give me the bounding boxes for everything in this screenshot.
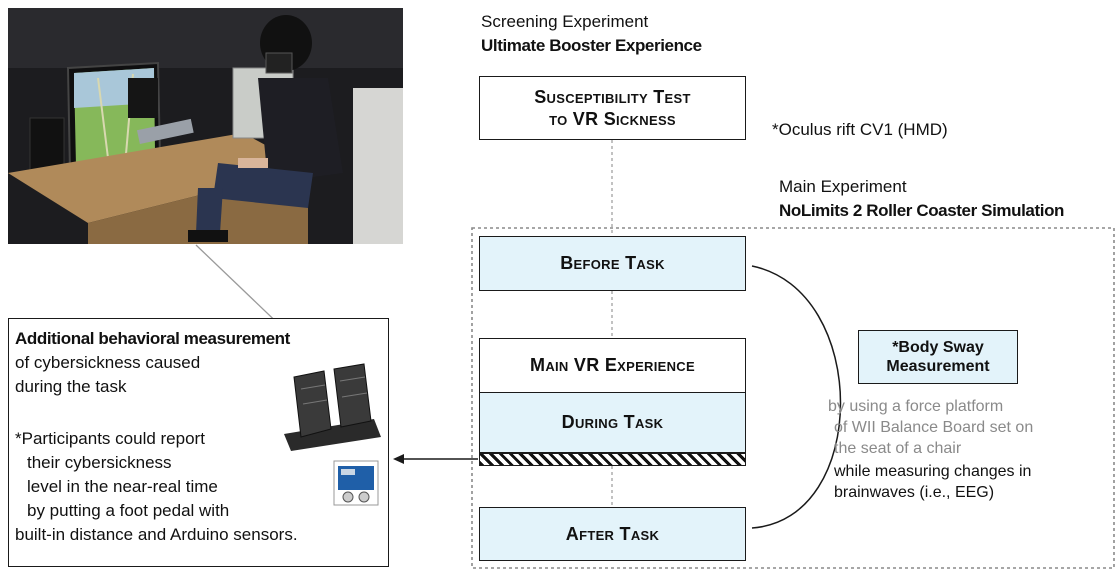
behavioral-note-1: *Participants could report: [15, 429, 205, 448]
body-sway-desc-1: by using a force platform: [828, 398, 1004, 415]
body-sway-desc-2: of WII Balance Board set on: [834, 419, 1034, 436]
susceptibility-line1: Susceptibility Test: [534, 87, 691, 107]
main-label: Main Experiment: [779, 177, 907, 196]
hmd-note: *Oculus rift CV1 (HMD): [772, 120, 948, 139]
hatched-bar: [479, 453, 746, 466]
behavioral-line3: during the task: [15, 377, 127, 396]
during-task-box: During Task: [479, 393, 746, 453]
vr-setup-photo: [8, 8, 403, 244]
behavioral-line2: of cybersickness caused: [15, 353, 201, 372]
body-sway-box: *Body Sway Measurement: [858, 330, 1018, 384]
body-sway-line1: *Body Sway: [892, 339, 984, 356]
after-task-box: After Task: [479, 507, 746, 561]
body-sway-desc-3: the seat of a chair: [834, 440, 962, 457]
screening-label: Screening Experiment: [481, 12, 649, 31]
arduino-board-icon: [333, 460, 379, 506]
susceptibility-line2: to VR Sickness: [549, 109, 676, 129]
foot-pedal-icon: [284, 363, 381, 451]
main-vr-experience-box: Main VR Experience: [479, 338, 746, 393]
behavioral-measurement-box: Additional behavioral measurement of cyb…: [8, 318, 389, 567]
body-sway-line2: Measurement: [886, 358, 990, 375]
behavioral-title: Additional behavioral measurement: [15, 329, 290, 348]
behavioral-note-5: built-in distance and Arduino sensors.: [15, 525, 298, 544]
screening-title: Ultimate Booster Experience: [481, 36, 702, 55]
before-task-box: Before Task: [479, 236, 746, 291]
susceptibility-test-box: Susceptibility Test to VR Sickness: [479, 76, 746, 140]
main-title: NoLimits 2 Roller Coaster Simulation: [779, 201, 1065, 220]
body-sway-desc-4: while measuring changes in: [834, 463, 1032, 480]
behavioral-note-3: level in the near-real time: [27, 477, 218, 496]
behavioral-note-2: their cybersickness: [27, 453, 172, 472]
behavioral-note-4: by putting a foot pedal with: [27, 501, 230, 520]
body-sway-desc-5: brainwaves (i.e., EEG): [834, 484, 995, 501]
